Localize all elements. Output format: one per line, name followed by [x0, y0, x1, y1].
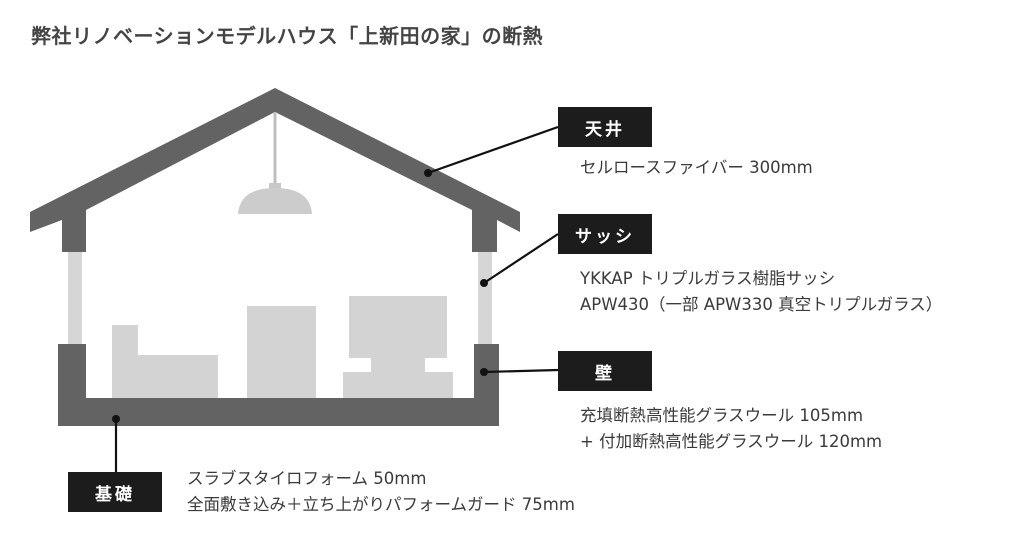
leader-dot-wall [480, 368, 488, 376]
desc-wall: 充填断熱高性能グラスウール 105mm + 付加断熱高性能グラスウール 120m… [580, 403, 882, 455]
sofa [112, 325, 218, 398]
tv-stand [343, 296, 453, 398]
wall-and-foundation [58, 344, 499, 426]
desc-foundation: スラブスタイロフォーム 50mm 全面敷き込み＋立ち上がりパフォームガード 75… [187, 466, 575, 518]
lamp-shade [238, 188, 312, 214]
page-title: 弊社リノベーションモデルハウス「上新田の家」の断熱 [31, 24, 544, 48]
leader-dot-foundation [112, 415, 120, 423]
desc-sash: YKKAP トリプルガラス樹脂サッシ APW430（一部 APW330 真空トリ… [580, 266, 942, 318]
label-foundation: 基礎 [68, 472, 162, 512]
leader-ceiling [427, 125, 559, 175]
desc-wall-line-2: + 付加断熱高性能グラスウール 120mm [580, 432, 883, 451]
leader-wall [483, 368, 559, 374]
cabinet [247, 306, 316, 398]
desc-ceiling: セルロースファイバー 300mm [580, 155, 813, 181]
desc-wall-line-1: 充填断熱高性能グラスウール 105mm [580, 406, 864, 425]
label-sash: サッシ [558, 214, 652, 254]
leader-dot-sash [480, 279, 488, 287]
desc-foundation-line-1: スラブスタイロフォーム 50mm [187, 469, 427, 488]
leader-sash [483, 233, 559, 284]
desc-foundation-line-2: 全面敷き込み＋立ち上がりパフォームガード 75mm [187, 495, 575, 514]
window-right [478, 252, 492, 344]
label-ceiling: 天井 [558, 107, 652, 147]
window-left [68, 252, 82, 344]
label-wall: 壁 [558, 351, 652, 391]
leader-dot-ceiling [424, 169, 432, 177]
roof [30, 88, 520, 252]
desc-sash-line-2: APW430（一部 APW330 真空トリプルガラス） [580, 295, 943, 314]
desc-sash-line-1: YKKAP トリプルガラス樹脂サッシ [580, 269, 836, 288]
desc-ceiling-line-1: セルロースファイバー 300mm [580, 158, 813, 177]
lamp-cap [269, 183, 281, 191]
